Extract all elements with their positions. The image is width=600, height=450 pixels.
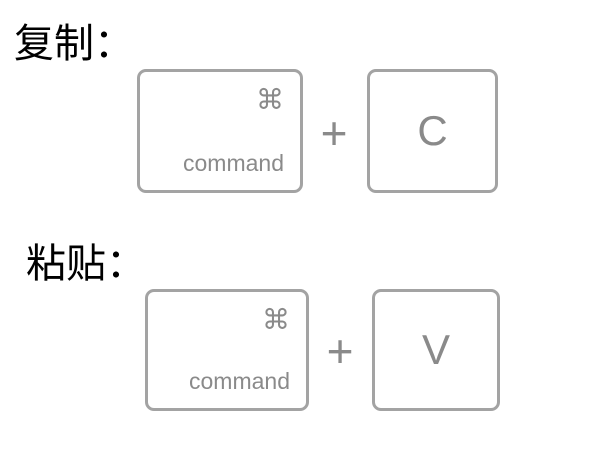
command-key: ⌘ command [145,289,309,411]
command-icon: ⌘ [262,303,290,336]
v-key: V [372,289,500,411]
paste-label: 粘贴： [26,241,146,287]
command-icon: ⌘ [256,83,284,116]
command-key: ⌘ command [137,69,303,193]
command-key-label: command [183,150,284,176]
command-key-label: command [189,368,290,394]
plus-sign: + [326,325,354,377]
c-key-label: C [417,107,448,154]
copy-label: 复制： [14,21,134,67]
v-key-label: V [421,326,450,373]
plus-sign: + [320,107,348,159]
c-key: C [367,69,498,193]
